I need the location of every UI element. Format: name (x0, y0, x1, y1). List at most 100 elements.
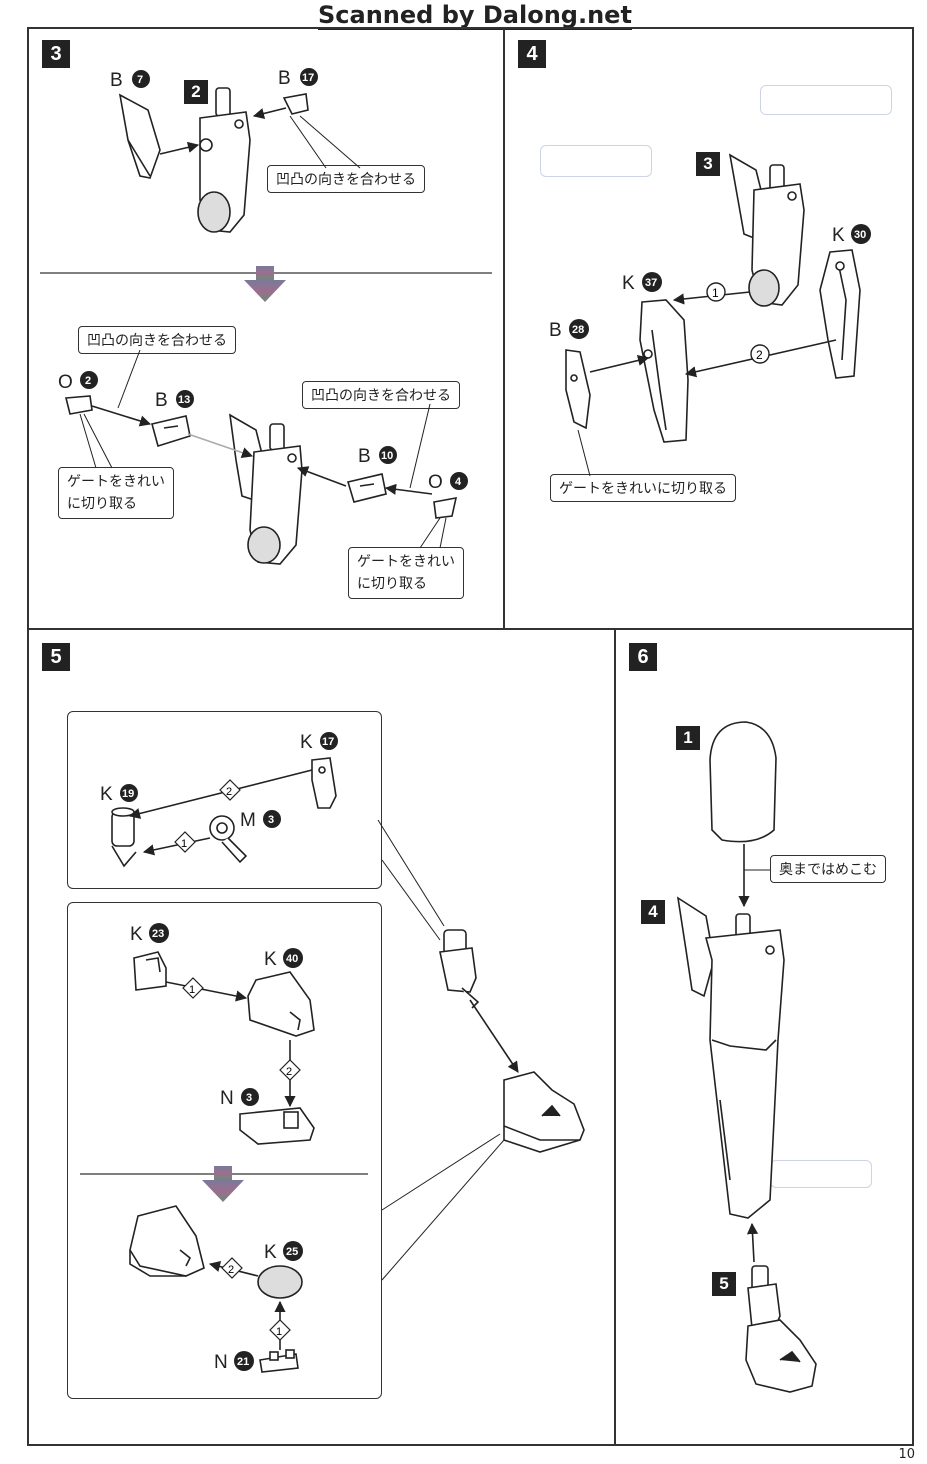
part-k17-drawing (311, 757, 337, 809)
label-b17-num: 17 (302, 72, 314, 84)
part-k40-drawing (247, 971, 315, 1037)
label-k30-num: 30 (854, 229, 866, 241)
shoe-drawing-step6 (745, 1265, 817, 1393)
label-k30-letter: K (832, 225, 845, 246)
label-k40-letter: K (264, 949, 277, 970)
subassembly-2-badge: 2 (184, 80, 208, 104)
label-n3-letter: N (220, 1088, 234, 1109)
callout-gate-step4: ゲートをきれいに切り取る (550, 474, 736, 502)
down-arrow-icon (244, 266, 286, 302)
part-b13-drawing (151, 415, 191, 448)
label-k19-num: 19 (122, 788, 134, 800)
callout-push-in: 奥まではめこむ (770, 855, 886, 883)
part-b17-drawing (282, 93, 309, 115)
svg-text:1: 1 (712, 286, 719, 300)
callout-align-left: 凹凸の向きを合わせる (78, 326, 236, 354)
label-m3-letter: M (240, 810, 256, 831)
label-n3-num: 3 (246, 1092, 252, 1104)
label-m3-num: 3 (268, 814, 274, 826)
part-b7-drawing (118, 93, 161, 179)
callout-gate-left-line1: ゲートをきれい (67, 474, 165, 490)
part-k19-drawing (111, 807, 137, 868)
step-5-subbox-top (67, 711, 382, 889)
step-6-number: 6 (629, 643, 657, 671)
label-k23-num: 23 (152, 928, 164, 940)
label-k17-num: 17 (322, 736, 334, 748)
label-b17-letter: B (278, 68, 291, 89)
svg-text:1: 1 (181, 838, 187, 850)
label-o2-letter: O (58, 372, 73, 393)
step-3-number: 3 (42, 40, 70, 68)
part-n21-drawing (259, 1349, 299, 1373)
label-k25-letter: K (264, 1242, 277, 1263)
step-4-number: 4 (518, 40, 546, 68)
order-1-marker: 1 (706, 282, 726, 302)
step-5-subbox-bottom (67, 902, 382, 1399)
order-2-marker: 2 (219, 779, 241, 801)
order-1-marker: 1 (269, 1319, 291, 1341)
label-b7-num: 7 (137, 74, 143, 86)
scan-credit: Scanned by Dalong.net (318, 1, 632, 30)
shoe-partial-drawing (129, 1205, 205, 1277)
part-o2-drawing (64, 395, 93, 415)
label-n21-num: 21 (237, 1356, 249, 1368)
label-b7-letter: B (110, 70, 123, 91)
bleed-through-box (760, 85, 892, 115)
order-1-marker: 1 (182, 977, 204, 999)
part-k23-drawing (133, 951, 167, 991)
subassembly-4-badge: 4 (641, 900, 665, 924)
part-b28-drawing (565, 349, 591, 430)
label-n21-letter: N (214, 1352, 228, 1373)
label-k37-num: 37 (645, 277, 657, 289)
part-k30-drawing (819, 249, 861, 379)
label-b13-letter: B (155, 390, 168, 411)
order-2-marker: 2 (221, 1257, 243, 1279)
part-k25-drawing (257, 1265, 303, 1299)
part-m3-drawing (209, 815, 248, 864)
label-o2-num: 2 (85, 375, 91, 387)
callout-gate-right-line2: に切り取る (357, 576, 427, 592)
part-k37-drawing (639, 299, 689, 443)
svg-text:2: 2 (228, 1264, 234, 1276)
svg-text:2: 2 (756, 348, 763, 362)
subassembly-5-badge: 5 (712, 1272, 736, 1296)
leg-upper-drawing-3 (728, 153, 805, 307)
full-leg-drawing (676, 896, 785, 1219)
callout-gate-right-line1: ゲートをきれい (357, 554, 455, 570)
label-k23-letter: K (130, 924, 143, 945)
callout-align-top: 凹凸の向きを合わせる (267, 165, 425, 193)
label-b28-letter: B (549, 320, 562, 341)
svg-text:2: 2 (226, 786, 232, 798)
svg-text:1: 1 (276, 1326, 282, 1338)
label-o4-num: 4 (455, 476, 462, 488)
svg-text:2: 2 (286, 1066, 292, 1078)
label-b28-num: 28 (572, 324, 584, 336)
step-6-panel (614, 628, 914, 1446)
order-2-marker: 2 (750, 344, 770, 364)
shoe-assembled-drawing (503, 1071, 585, 1153)
order-2-marker: 2 (279, 1059, 301, 1081)
label-b10-letter: B (358, 446, 371, 467)
label-k37-letter: K (622, 273, 635, 294)
label-b13-num: 13 (178, 394, 190, 406)
subassembly-3-badge: 3 (696, 152, 720, 176)
label-k40-num: 40 (286, 953, 298, 965)
bleed-through-box (540, 145, 652, 177)
part-n3-drawing (239, 1107, 315, 1145)
step-5-number: 5 (42, 643, 70, 671)
callout-gate-left-line2: に切り取る (67, 496, 137, 512)
svg-text:1: 1 (189, 984, 195, 996)
leg-upper-drawing (197, 87, 251, 233)
label-k25-num: 25 (286, 1246, 298, 1258)
subassembly-1-badge: 1 (676, 726, 700, 750)
ankle-joint-drawing (439, 929, 480, 1009)
callout-align-right: 凹凸の向きを合わせる (302, 381, 460, 409)
page-number: 10 (898, 1447, 915, 1462)
label-k19-letter: K (100, 784, 113, 805)
label-o4-letter: O (428, 472, 443, 493)
down-arrow-icon (202, 1166, 244, 1202)
leg-upper-drawing-2 (228, 413, 303, 565)
label-k17-letter: K (300, 732, 313, 753)
label-b10-num: 10 (381, 450, 393, 462)
